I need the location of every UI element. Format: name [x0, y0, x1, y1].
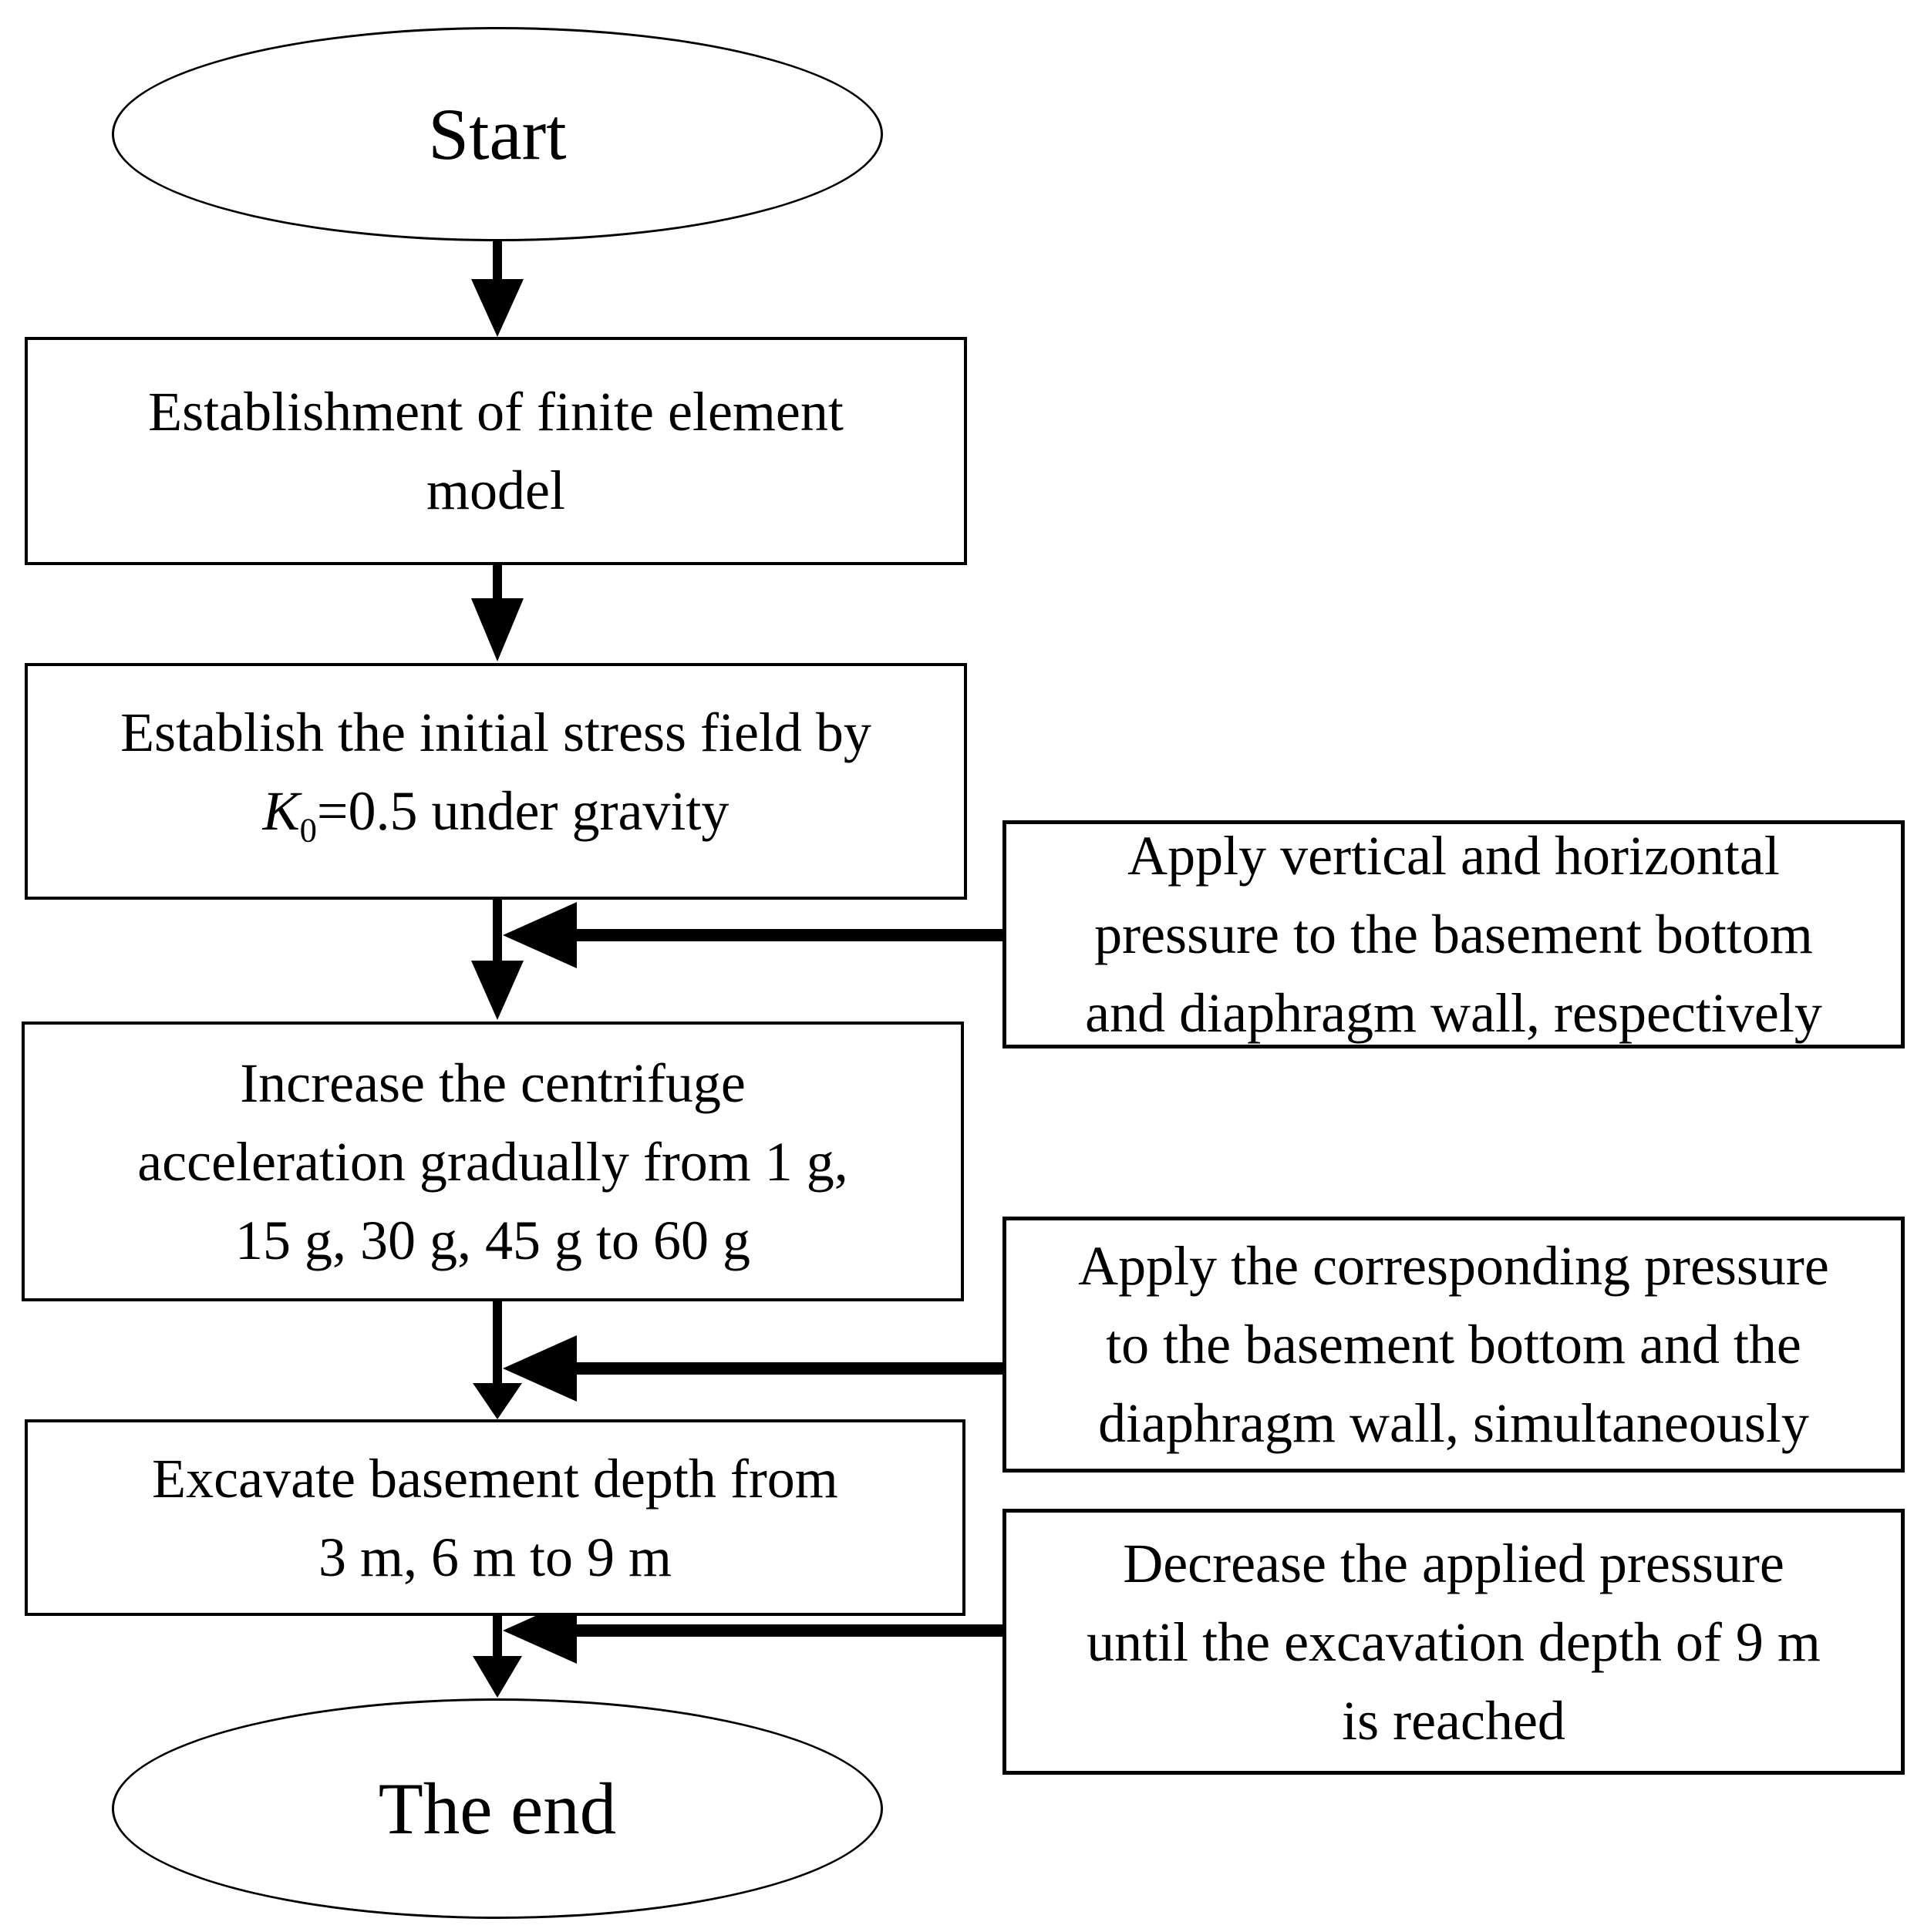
step-line: Excavate basement depth from	[152, 1447, 838, 1510]
step-excavate-basement: Excavate basement depth from 3 m, 6 m to…	[25, 1419, 965, 1616]
arrowhead-down-icon	[473, 1383, 522, 1419]
side-note-line: Decrease the applied pressure	[1123, 1532, 1784, 1594]
step-line: 3 m, 6 m to 9 m	[318, 1526, 672, 1588]
side-note-line: and diaphragm wall, respectively	[1085, 982, 1822, 1044]
step-line: acceleration gradually from 1 g,	[137, 1130, 848, 1193]
arrowhead-down-icon	[473, 1656, 522, 1698]
arrowhead-left-icon	[503, 902, 577, 968]
side-note-line: to the basement bottom and the	[1106, 1314, 1801, 1375]
step-line: Establish the initial stress field by	[120, 702, 871, 764]
step-line: model	[426, 459, 565, 521]
step-line: Increase the centrifuge	[240, 1052, 746, 1114]
side-note-line: is reached	[1342, 1689, 1565, 1752]
arrowhead-down-icon	[471, 598, 524, 661]
k0-rest: =0.5 under gravity	[316, 780, 730, 843]
end-label: The end	[378, 1768, 617, 1850]
side-note-decrease-pressure: Decrease the applied pressure until the …	[1002, 1509, 1905, 1775]
step-initial-stress: Establish the initial stress field by K0…	[25, 663, 967, 900]
arrowhead-left-icon	[503, 1335, 577, 1402]
start-terminator: Start	[112, 27, 883, 241]
k0-subscript: 0	[299, 810, 317, 850]
step-establish-model: Establishment of finite element model	[25, 337, 967, 565]
side-note-line: until the excavation depth of 9 m	[1087, 1611, 1821, 1673]
side-note-line: diaphragm wall, simultaneously	[1098, 1392, 1809, 1454]
side-note-line: Apply vertical and horizontal	[1127, 825, 1780, 887]
arrowhead-down-icon	[471, 961, 524, 1020]
start-label: Start	[428, 93, 567, 175]
side-note-line: pressure to the basement bottom	[1094, 904, 1813, 965]
side-note-line: Apply the corresponding pressure	[1078, 1235, 1829, 1297]
step-line-k0: K0=0.5 under gravity	[263, 772, 730, 869]
side-note-apply-corresponding-pressure: Apply the corresponding pressure to the …	[1002, 1217, 1905, 1473]
step-centrifuge-acceleration: Increase the centrifuge acceleration gra…	[22, 1022, 964, 1301]
end-terminator: The end	[112, 1698, 883, 1919]
k0-symbol: K	[262, 780, 300, 843]
step-line: 15 g, 30 g, 45 g to 60 g	[234, 1209, 750, 1271]
step-line: Establishment of finite element	[148, 381, 844, 443]
side-note-apply-initial-pressure: Apply vertical and horizontal pressure t…	[1002, 820, 1905, 1048]
arrowhead-down-icon	[471, 279, 524, 337]
